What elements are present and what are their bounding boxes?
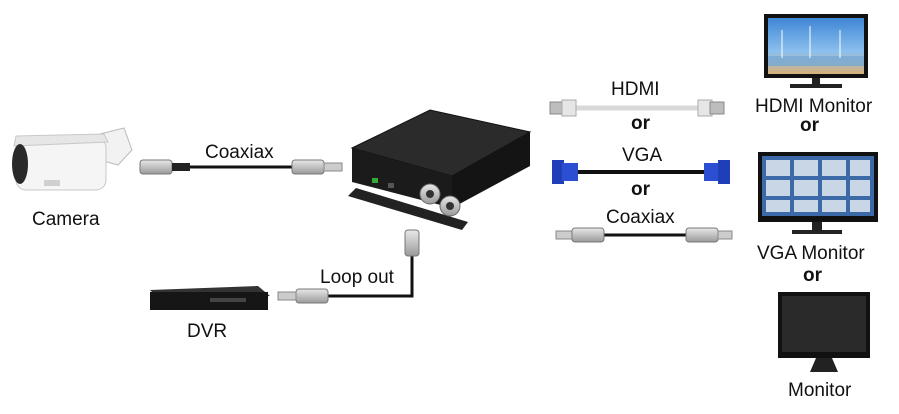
- output-coax-cable: [555, 227, 733, 243]
- monitor-icon: [778, 292, 870, 372]
- input-coax-label: Coaxiax: [205, 142, 274, 163]
- vga-monitor-icon: [758, 152, 878, 234]
- or-vga-coax: or: [631, 179, 650, 200]
- loop-out-label: Loop out: [320, 267, 394, 288]
- dvr-icon: [150, 286, 270, 310]
- hdmi-cable: [549, 99, 725, 117]
- camera-icon: [12, 127, 133, 191]
- input-coax-cable: [139, 159, 343, 175]
- vga-cable: [552, 160, 730, 184]
- or-hdmi-vga: or: [631, 113, 650, 134]
- or-monitors-1: or: [800, 115, 819, 136]
- hdmi-monitor-label: HDMI Monitor: [755, 96, 873, 117]
- camera-label: Camera: [32, 209, 100, 230]
- hdmi-monitor-icon: [764, 14, 868, 88]
- vga-cable-label: VGA: [622, 145, 663, 166]
- monitor-label: Monitor: [788, 380, 852, 401]
- loop-out-cable: [277, 229, 420, 304]
- or-monitors-2: or: [803, 265, 822, 286]
- output-coax-label: Coaxiax: [606, 207, 675, 228]
- dvr-label: DVR: [187, 321, 228, 342]
- hdmi-cable-label: HDMI: [611, 79, 660, 100]
- converter-box-icon: [348, 109, 532, 230]
- vga-monitor-label: VGA Monitor: [757, 243, 865, 264]
